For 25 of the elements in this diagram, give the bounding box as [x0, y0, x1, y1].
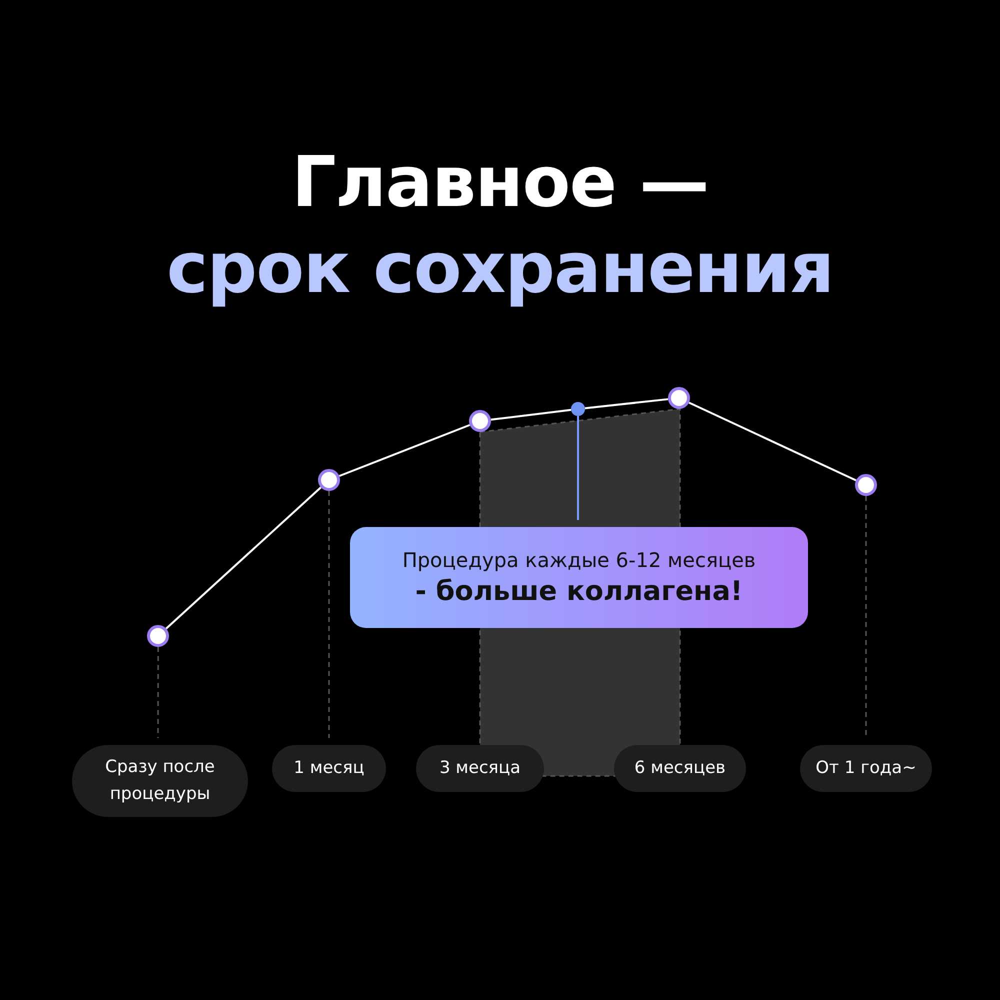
callout-box — [350, 527, 808, 628]
connector-line — [165, 486, 322, 630]
connector-line — [688, 402, 856, 482]
connector-line — [490, 408, 572, 421]
marker-dot — [571, 402, 585, 416]
title: Главное — — [292, 141, 708, 223]
connector-line — [577, 416, 580, 520]
data-point — [469, 410, 491, 432]
data-point — [855, 474, 877, 496]
dashed-guide-line — [328, 491, 330, 738]
callout-text: - больше коллагена! — [415, 574, 743, 608]
time-label: 3 месяца — [416, 745, 544, 792]
connector-line — [338, 424, 470, 477]
time-label: 1 месяц — [272, 745, 386, 792]
time-label: От 1 года~ — [800, 745, 932, 792]
time-label: Сразу после процедуры — [72, 745, 248, 817]
data-point — [147, 625, 169, 647]
callout-text: Процедура каждые 6-12 месяцев — [402, 546, 756, 574]
dashed-guide-line — [865, 496, 867, 738]
connector-line — [584, 398, 668, 410]
data-point — [668, 387, 690, 409]
data-point — [318, 469, 340, 491]
title-subline: срок сохранения — [166, 227, 834, 309]
dashed-guide-line — [157, 647, 159, 738]
time-label: 6 месяцев — [614, 745, 746, 792]
